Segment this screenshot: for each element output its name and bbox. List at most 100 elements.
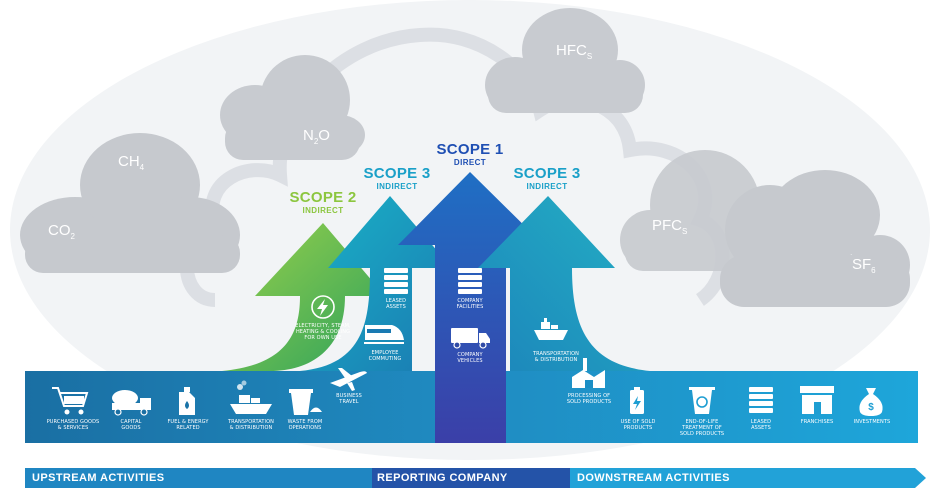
scope3-right-arrow [478,196,650,371]
upstream-activities-label: UPSTREAM ACTIVITIES [32,472,165,484]
gas-label-ch4: CH4 [118,153,144,172]
label-line: & DISTRIBUTION [534,357,578,363]
label-line: FOR OWN USE [304,335,342,341]
label-line: END-OF-LIFE [685,419,719,425]
cloud-n2o [220,55,365,160]
money-bag-icon: $ [859,388,883,416]
waste-bin-icon [289,389,322,415]
cloud-hfcs [485,8,645,113]
upstream-item-waste: WASTE FROM OPERATIONS [278,419,332,431]
cement-truck-icon [112,390,151,416]
label-line: LEASED [385,298,407,304]
label-line: PROCESSING OF [567,393,611,399]
gas-subscript: 2 [70,232,75,241]
label-line: FRANCHISES [800,419,834,425]
gas-subscript: S [586,52,593,61]
label-line: ASSETS [751,425,771,431]
label-line: PURCHASED GOODS [46,419,100,425]
gas-label-hfcs: HFCS [556,42,592,61]
fuel-can-icon [179,387,195,415]
gas-label-co2: CO2 [48,222,75,241]
label-line: & DISTRIBUTION [229,425,273,431]
scope2-heading: SCOPE 2 INDIRECT [278,189,368,216]
reporting-bar [372,468,572,488]
downstream-activities-label: DOWNSTREAM ACTIVITIES [577,472,730,484]
label-line: BUSINESS [336,393,362,399]
label-line: COMPANY [457,298,483,304]
gas-symbol: HFC [556,42,587,59]
storefront-icon [800,386,834,414]
label-line: COMPANY [457,352,483,358]
gas-label-n2o: N2O [303,127,330,146]
downstream-bar [570,468,915,488]
scope3-left-subtitle: INDIRECT [376,182,418,191]
scope3-item-transportation-distribution: TRANSPORTATION & DISTRIBUTION [524,351,588,363]
downstream-item-leased-assets: LEASED ASSETS [736,419,786,431]
scope1-item-company-facilities: COMPANY FACILITIES [444,298,496,310]
battery-icon [630,387,644,414]
label-line: COMMUTING [368,356,402,362]
gas-symbol: N [303,127,314,144]
gas-label-sf6: SF6 [852,256,876,275]
scope1-item-company-vehicles: COMPANY VEHICLES [444,352,496,364]
upstream-item-capital-goods: CAPITAL GOODS [106,419,156,431]
label-line: ELECTRICITY, STEAM, [295,323,351,329]
label-line: FUEL & ENERGY [167,419,209,425]
truck-icon [451,328,490,349]
label-line: PRODUCTS [623,425,653,431]
downstream-bar-arrow [915,468,926,488]
factory-icon [572,358,605,388]
upstream-item-purchased-goods: PURCHASED GOODS & SERVICES [38,419,108,431]
train-icon [364,325,404,344]
cloud-sf6 [720,170,910,307]
building-icon [749,387,773,413]
label-line: GOODS [121,425,141,431]
label-line: TRANSPORTATION [227,419,275,425]
lightning-icon [311,295,335,319]
ship-icon [230,380,272,414]
scope2-title: SCOPE 2 [289,189,357,206]
scope1-title: SCOPE 1 [436,141,504,158]
scope1-heading: SCOPE 1 DIRECT [425,141,515,168]
downstream-item-use-of-sold-products: USE OF SOLD PRODUCTS [612,419,664,431]
scope3-item-business-travel: BUSINESS TRAVEL [323,393,375,405]
label-line: INVESTMENTS [853,419,891,425]
gas-subscript: S [682,227,688,236]
gas-subscript: 2 [313,137,319,146]
label-line: WASTE FROM [287,419,323,425]
label-line: EMPLOYEE [371,350,399,356]
gas-subscript: 4 [139,163,145,172]
svg-text:$: $ [868,402,874,413]
scope3-right-heading: SCOPE 3 INDIRECT [502,166,592,192]
airplane-icon [330,368,367,391]
upstream-bar [25,468,375,488]
label-line: USE OF SOLD [620,419,656,425]
label-line: OPERATIONS [288,425,322,431]
cloud-co2-ch4 [20,133,240,273]
scope1-subtitle: DIRECT [453,158,487,167]
scope3-left-title: SCOPE 3 [363,165,431,182]
downstream-item-investments: INVESTMENTS [846,419,898,425]
building-icon [384,268,408,294]
label-line: FACILITIES [456,304,484,310]
label-line: TREATMENT OF [682,425,722,431]
gas-symbol: PFC [652,217,682,234]
scope3-item-leased-assets: LEASED ASSETS [371,298,421,310]
label-line: SOLD PRODUCTS [679,431,725,437]
reporting-company-label: REPORTING COMPANY [377,472,508,484]
scope2-item-label: ELECTRICITY, STEAM, HEATING & COOLING FO… [287,323,359,341]
gas-symbol: CH [118,153,140,170]
scope3-item-employee-commuting: EMPLOYEE COMMUTING [359,350,411,362]
ship-icon [534,318,568,340]
recycle-bin-icon [689,387,715,414]
label-line: ASSETS [386,304,406,310]
label-line: LEASED [750,419,772,425]
gas-symbol: CO [48,222,71,239]
downstream-item-franchises: FRANCHISES [792,419,842,425]
gas-symbol-tail: O [318,127,330,144]
label-line: CAPITAL [120,419,142,425]
upstream-item-transportation: TRANSPORTATION & DISTRIBUTION [218,419,284,431]
label-line: TRANSPORTATION [532,351,580,357]
upstream-item-fuel-energy: FUEL & ENERGY RELATED [158,419,218,431]
label-line: TRAVEL [339,399,359,405]
